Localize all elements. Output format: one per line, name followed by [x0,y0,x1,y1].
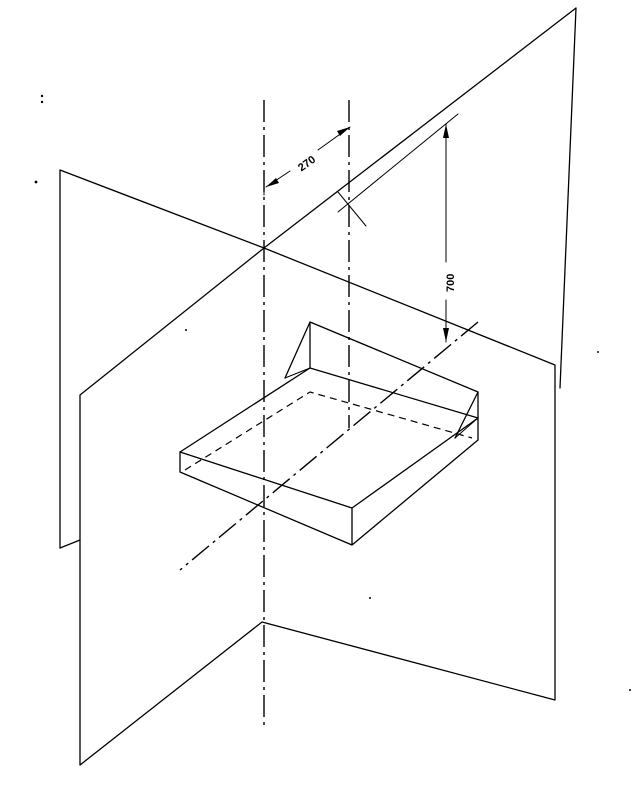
dim-700-label: 700 [445,274,457,292]
dim-700-arrow-bottom [443,328,449,342]
dim-270-arrow-right [337,127,350,136]
dim-700-arrow-top [443,124,449,138]
dim-270-arrow-left [266,178,279,187]
scan-speck [185,329,187,331]
back-wall-plane [59,7,577,549]
basin-front-faces [179,417,479,546]
dim-700-reference-line [337,113,459,213]
scan-speck [629,689,631,691]
scan-speck [34,180,38,184]
diagonal-axis [179,321,479,571]
dim-700-tick [337,191,367,227]
scan-speck [40,94,44,98]
basin-backsplash [284,321,479,439]
scan-speck [597,351,599,353]
dim-270-label: 270 [296,154,318,174]
back-wall-bottom-edge [59,539,81,549]
scan-speck [40,100,44,104]
basin-hidden-lines [184,391,473,471]
scan-speck [369,597,371,599]
basin-top-rim [179,367,479,509]
